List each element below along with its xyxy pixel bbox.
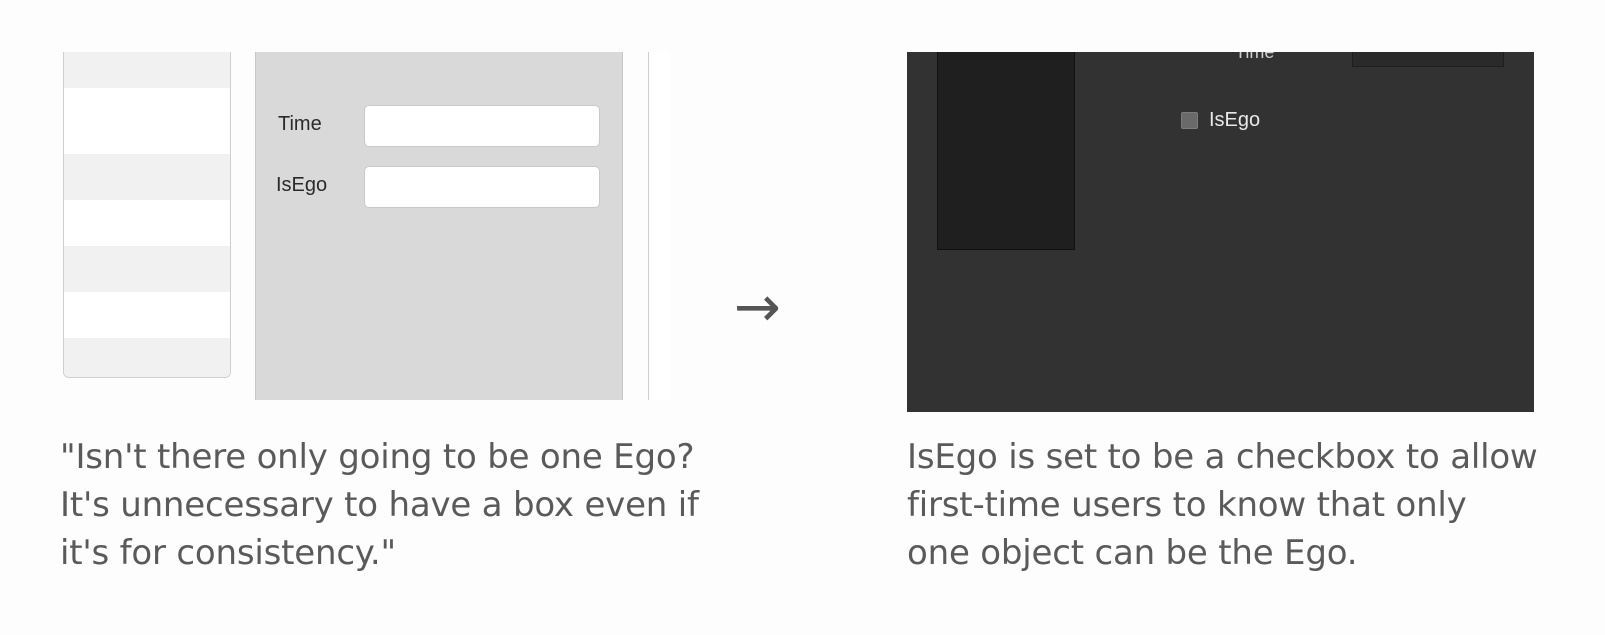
caption-line: it's for consistency." [60,533,396,573]
left-caption: "Isn't there only going to be one Ego? I… [60,433,699,577]
adjacent-panel-edge [648,52,670,400]
list-row[interactable] [64,154,230,200]
caption-line: first-time users to know that only [907,485,1467,525]
list-row[interactable] [64,338,230,377]
caption-line: IsEgo is set to be a checkbox to allow [907,437,1538,477]
time-label: Time [278,113,322,135]
caption-line: "Isn't there only going to be one Ego? [60,437,695,477]
caption-line: It's unnecessary to have a box even if [60,485,699,525]
time-field-dark[interactable] [1352,52,1504,67]
time-input[interactable] [364,105,600,147]
object-list-panel-dark [937,52,1075,250]
arrow-right-icon: → [734,275,781,340]
time-label-dark: Time [1235,52,1275,62]
list-row[interactable] [64,246,230,292]
object-list-panel [63,52,231,378]
dark-ui-mock: Time IsEgo [907,52,1534,412]
isego-checkbox[interactable] [1181,112,1198,129]
right-caption: IsEgo is set to be a checkbox to allow f… [907,433,1538,577]
isego-checkbox-label: IsEgo [1209,109,1261,131]
properties-panel: Time IsEgo [255,52,623,400]
list-row[interactable] [64,52,230,88]
isego-input[interactable] [364,166,600,208]
isego-label: IsEgo [276,174,328,196]
light-ui-mock: Time IsEgo [60,52,670,400]
caption-line: one object can be the Ego. [907,533,1358,573]
